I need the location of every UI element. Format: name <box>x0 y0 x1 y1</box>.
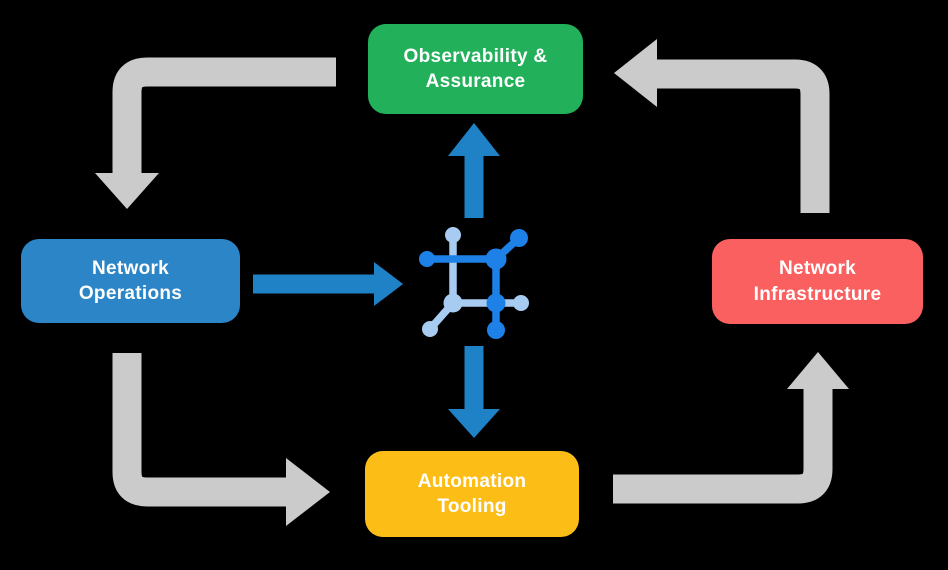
node-observability-label-line2: Assurance <box>425 71 526 92</box>
arrow-infrastructure-to-observability-head <box>614 39 657 107</box>
arrow-automation-to-infrastructure-shaft <box>613 389 833 504</box>
icon-node-up-right <box>510 229 528 247</box>
arrow-automation-to-infrastructure <box>613 352 849 504</box>
arrow-observability-to-operations-head <box>95 173 159 209</box>
arrow-operations-to-center-head <box>374 262 403 306</box>
arrow-operations-to-center <box>253 262 403 306</box>
node-operations-label-line2: Operations <box>78 283 183 304</box>
node-infrastructure-label-line2: Infrastructure <box>753 283 882 305</box>
icon-node-top <box>445 227 461 243</box>
arrow-infrastructure-to-observability-shaft <box>657 59 830 213</box>
icon-node-right <box>513 295 529 311</box>
arrow-operations-to-automation-shaft <box>112 353 288 507</box>
arrow-operations-to-automation <box>112 353 330 526</box>
icon-node-bottom <box>487 321 505 339</box>
node-network-operations: Network Operations <box>21 239 240 323</box>
arrow-center-to-automation-head <box>448 409 500 438</box>
icon-node-down-left <box>422 321 438 337</box>
network-mesh-icon-light-nodes <box>422 227 529 337</box>
node-observability-assurance: Observability & Assurance <box>368 24 583 114</box>
node-automation-label-line1: Automation <box>417 470 527 492</box>
arrow-observability-to-operations <box>95 57 336 209</box>
arrow-center-to-automation <box>448 346 500 438</box>
icon-node-left <box>419 251 435 267</box>
network-mesh-icon <box>419 227 529 339</box>
arrow-automation-to-infrastructure-head <box>787 352 849 389</box>
arrow-infrastructure-to-observability <box>614 39 830 213</box>
icon-node-bottom-left-corner <box>443 293 463 313</box>
arrow-observability-to-operations-shaft <box>112 57 336 174</box>
node-automation-tooling: Automation Tooling <box>365 451 579 537</box>
node-infrastructure-label-line1: Network <box>778 258 857 280</box>
node-network-infrastructure: Network Infrastructure <box>712 239 923 324</box>
arrow-center-to-observability <box>448 123 500 218</box>
arrow-center-to-observability-head <box>448 123 500 156</box>
node-operations-label-line1: Network <box>91 257 170 279</box>
node-observability-label-line1: Observability & <box>403 45 548 67</box>
arrow-operations-to-automation-head <box>286 458 330 526</box>
icon-node-bottom-right-corner <box>486 293 506 313</box>
network-mesh-icon-dark-nodes <box>419 229 528 339</box>
icon-node-top-right-corner <box>485 248 507 270</box>
node-automation-label-line2: Tooling <box>437 496 507 517</box>
